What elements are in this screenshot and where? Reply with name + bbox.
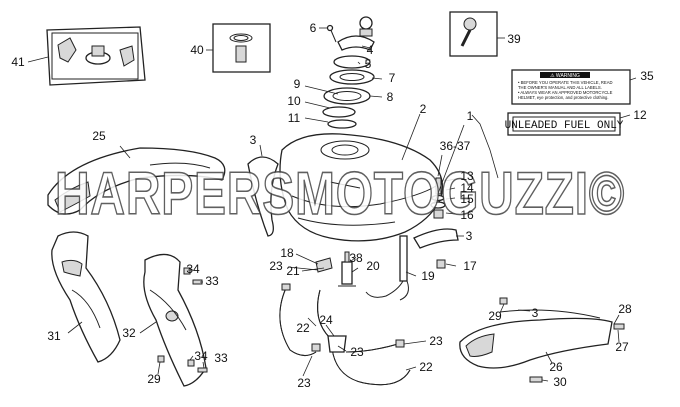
warning-line-1: • BEFORE YOU OPERATE THIS VEHICLE, READ <box>518 80 613 85</box>
label-18: 18 <box>280 246 294 260</box>
label-41: 41 <box>11 55 25 69</box>
label-23-top: 23 <box>269 259 283 273</box>
part-21-clip <box>315 257 333 273</box>
label-25: 25 <box>92 129 106 143</box>
warning-line-3: • ALWAYS WEAR AN APPROVED MOTORCYCLE <box>518 90 613 95</box>
label-32: 32 <box>122 326 136 340</box>
label-2: 2 <box>420 102 427 116</box>
part-40-seal-screw <box>212 23 271 73</box>
label-12: 12 <box>633 108 647 122</box>
label-24: 24 <box>319 313 333 327</box>
warning-title: ⚠ WARNING <box>550 73 580 79</box>
label-35: 35 <box>640 69 654 83</box>
label-11: 11 <box>288 111 301 125</box>
reference-numbers: 41 40 39 35 12 6 4 5 7 8 9 10 11 2 1 36-… <box>11 21 654 390</box>
label-19: 19 <box>421 269 435 283</box>
leader-lines <box>67 27 620 382</box>
label-6: 6 <box>310 21 317 35</box>
part-32-right-side-panel <box>143 253 207 387</box>
label-17: 17 <box>463 259 477 273</box>
fuel-cap-assembly <box>322 16 375 129</box>
label-34-top: 34 <box>186 262 200 276</box>
label-3-tail: 3 <box>532 306 539 320</box>
part-3-rubber-strip-left <box>247 156 279 237</box>
label-40: 40 <box>190 43 204 57</box>
warning-line-4: HELMET, eye protection, and protective c… <box>518 95 609 100</box>
label-3-left: 3 <box>250 133 257 147</box>
label-29-right: 29 <box>488 309 502 323</box>
label-8: 8 <box>387 90 394 104</box>
label-29-left: 29 <box>147 372 161 386</box>
label-28: 28 <box>618 302 632 316</box>
label-38: 38 <box>349 251 363 265</box>
part-41-small-parts-bag <box>46 26 146 86</box>
label-21: 21 <box>286 264 300 278</box>
label-23-bottom: 23 <box>297 376 311 390</box>
part-12-unleaded-fuel-plate: UNLEADED FUEL ONLY <box>505 112 624 136</box>
part-31-left-side-panel <box>51 231 121 363</box>
watermark: HARPERSMOTOGUZZI© <box>55 160 625 227</box>
label-26: 26 <box>549 360 563 374</box>
unleaded-plate-text: UNLEADED FUEL ONLY <box>505 120 624 132</box>
label-10: 10 <box>287 94 301 108</box>
part-35-warning-label: ⚠ WARNING • BEFORE YOU OPERATE THIS VEHI… <box>511 69 631 105</box>
label-13: 13 <box>460 169 474 183</box>
label-39: 39 <box>507 32 521 46</box>
part-38-20-fuel-tap <box>338 251 356 287</box>
part-17-screw <box>436 259 446 269</box>
part-25-side-cover <box>47 147 226 215</box>
label-4: 4 <box>367 43 374 57</box>
label-20: 20 <box>366 259 380 273</box>
label-31: 31 <box>47 329 61 343</box>
label-9: 9 <box>294 77 301 91</box>
fasteners-left <box>157 267 208 373</box>
label-22-left: 22 <box>296 321 310 335</box>
label-3-right: 3 <box>466 229 473 243</box>
label-15: 15 <box>460 192 474 206</box>
label-7: 7 <box>389 71 396 85</box>
label-5: 5 <box>365 57 372 71</box>
label-16: 16 <box>460 208 474 222</box>
part-30-screw <box>529 376 543 383</box>
part-1-2-fuel-tank <box>279 133 444 242</box>
label-1: 1 <box>467 109 474 123</box>
label-33-bottom: 33 <box>214 351 228 365</box>
part-27-screw <box>613 323 625 330</box>
label-22-right: 22 <box>419 360 433 374</box>
part-26-tail-piece <box>459 297 613 369</box>
part-39-key <box>449 11 498 57</box>
label-34-bottom: 34 <box>194 349 208 363</box>
warning-line-2: THE OWNER'S MANUAL AND ALL LABELS. <box>518 85 602 90</box>
label-27: 27 <box>615 340 629 354</box>
part-3-rubber-strip-right <box>413 228 459 249</box>
label-33-top: 33 <box>205 274 219 288</box>
label-23-right: 23 <box>429 334 443 348</box>
label-30: 30 <box>553 375 567 389</box>
label-36-37: 36-37 <box>440 139 471 153</box>
part-19-fuel-level-sender <box>365 235 409 301</box>
label-14: 14 <box>460 181 474 195</box>
label-23-mid: 23 <box>350 345 364 359</box>
